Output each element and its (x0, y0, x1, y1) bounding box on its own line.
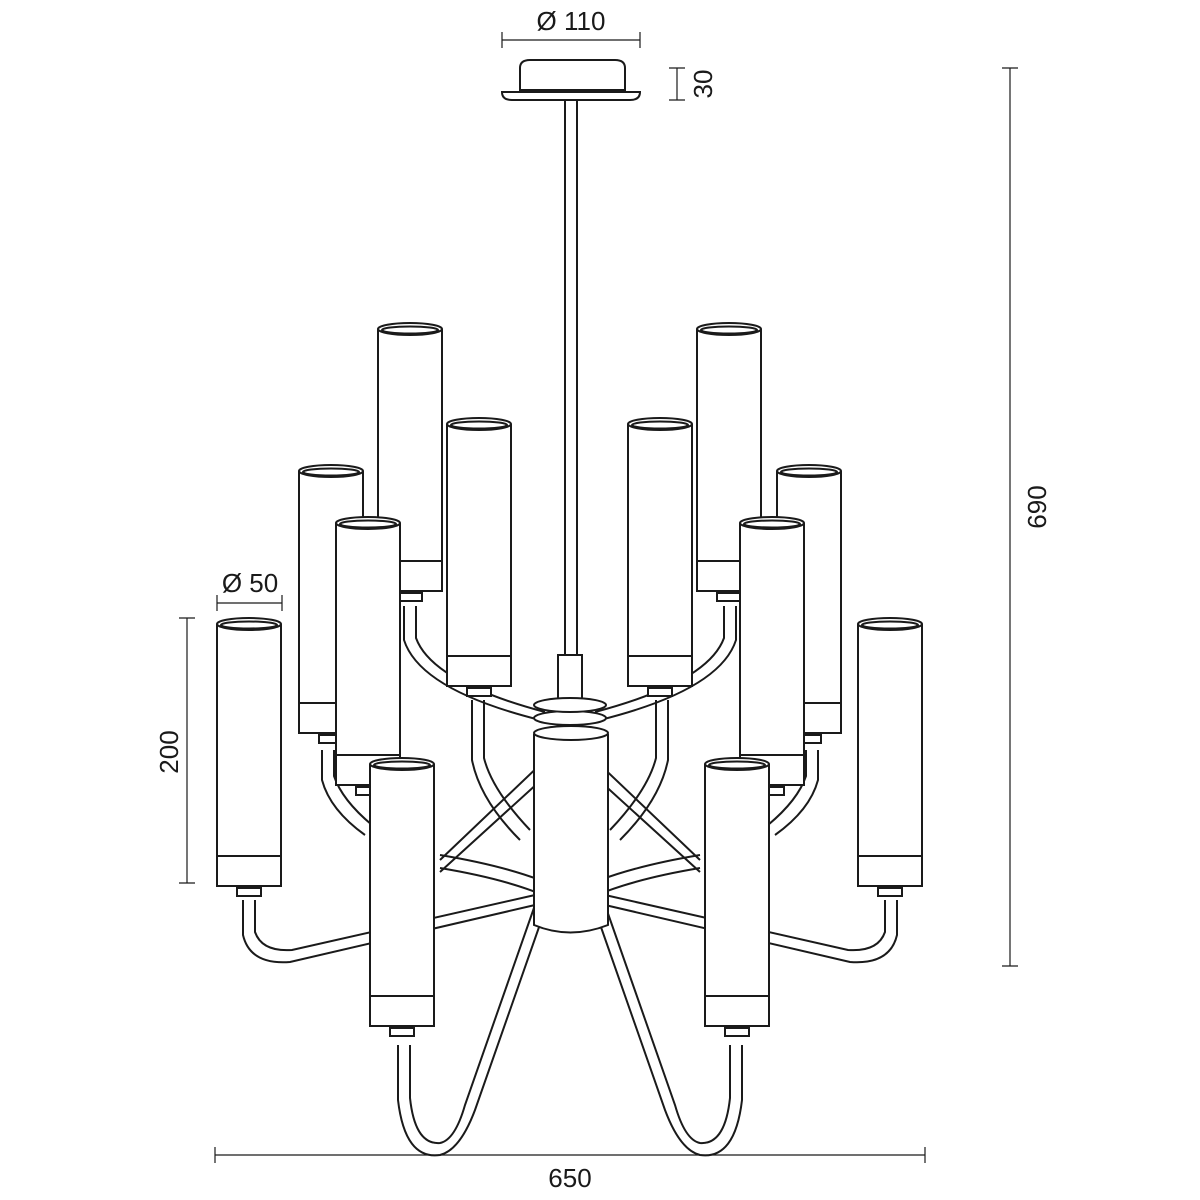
total-height-label: 690 (1022, 485, 1052, 528)
dimension-total-height: 690 (1002, 67, 1052, 967)
candle-shade (739, 516, 805, 796)
candle-shades (216, 322, 923, 1037)
canopy-height-label: 30 (688, 70, 718, 99)
candle-shade (627, 417, 693, 697)
candle-shade (216, 617, 282, 897)
canopy-diameter-label: Ø 110 (537, 6, 606, 36)
arms (242, 606, 898, 1157)
dimension-canopy-diameter: Ø 110 (501, 6, 641, 48)
total-width-label: 650 (548, 1163, 591, 1193)
center-body (533, 654, 609, 934)
dimension-total-width: 650 (214, 1147, 926, 1193)
candle-shade (446, 417, 512, 697)
candle-shade (704, 757, 770, 1037)
shade-diameter-label: Ø 50 (222, 568, 278, 598)
candle-shade (369, 757, 435, 1037)
suspension-rod (564, 99, 578, 661)
candle-shade (857, 617, 923, 897)
dimension-shade-height: 200 (154, 617, 195, 884)
dimension-shade-diameter: Ø 50 (216, 568, 283, 611)
shade-height-label: 200 (154, 730, 184, 773)
canopy (500, 59, 642, 101)
candle-shade (335, 516, 401, 796)
dimension-canopy-height: 30 (669, 67, 718, 101)
